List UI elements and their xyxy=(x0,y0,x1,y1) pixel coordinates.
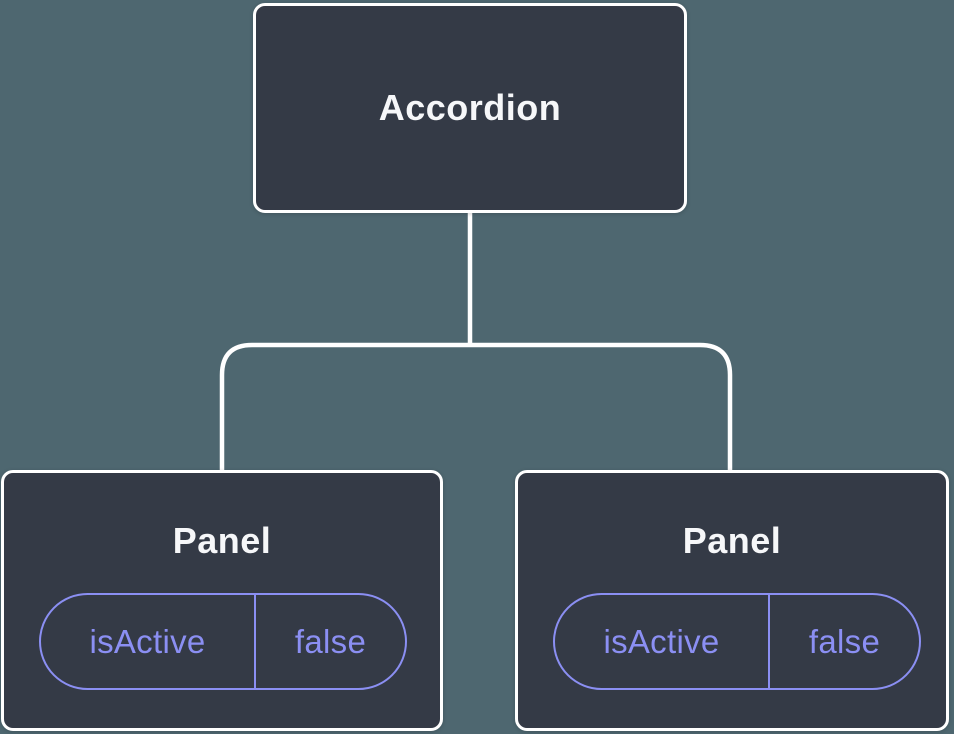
connector-bracket xyxy=(219,342,733,470)
state-key-label: isActive xyxy=(41,595,256,688)
state-value-label: false xyxy=(808,622,881,660)
state-pill: isActive false xyxy=(39,593,407,690)
component-label: Accordion xyxy=(378,87,562,128)
state-key-label: isActive xyxy=(555,595,770,688)
component-label: Panel xyxy=(682,520,782,561)
component-node-panel-left: Panel isActive false xyxy=(1,470,443,731)
component-node-panel-right: Panel isActive false xyxy=(515,470,949,731)
component-node-accordion: Accordion xyxy=(253,3,687,213)
component-label: Panel xyxy=(172,520,272,561)
state-pill: isActive false xyxy=(553,593,921,690)
state-value-label: false xyxy=(294,622,367,660)
